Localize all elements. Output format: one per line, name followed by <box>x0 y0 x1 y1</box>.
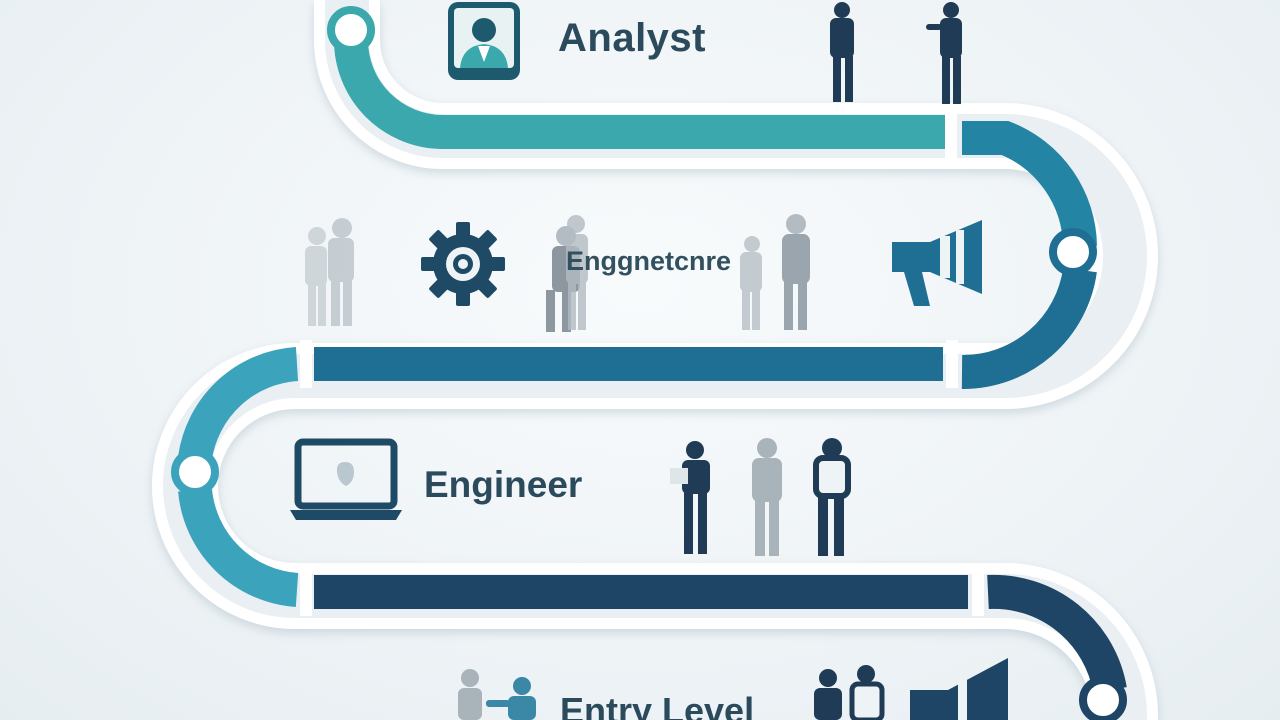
megaphone-icon <box>892 220 982 306</box>
track-segment-curve-1 <box>962 121 1097 247</box>
person-silhouette <box>566 215 588 330</box>
gear-icon <box>421 222 505 306</box>
stage-label-engineer-level-2: Enggnetcnre <box>566 246 732 276</box>
person-silhouette <box>814 669 842 720</box>
person-silhouette <box>670 441 710 554</box>
person-silhouette <box>830 2 854 102</box>
person-silhouette <box>752 438 782 556</box>
user-portrait-icon <box>448 2 520 80</box>
track-segment-curve-2 <box>178 347 299 461</box>
milestone-node <box>1049 228 1097 276</box>
person-silhouette <box>486 677 536 720</box>
stage-label-engineer: Engineer <box>424 464 583 505</box>
milestone-node <box>1079 676 1127 720</box>
track-segment-curve-2b <box>178 487 299 607</box>
milestone-node <box>171 448 219 496</box>
person-silhouette <box>782 214 810 330</box>
megaphone-icon <box>910 658 1008 720</box>
person-silhouette <box>926 2 962 104</box>
person-silhouette <box>458 669 482 720</box>
person-silhouette <box>849 665 885 720</box>
person-silhouette <box>328 218 354 326</box>
stage-label-entry-level: Entry Level <box>560 690 755 720</box>
person-silhouette <box>740 236 762 330</box>
person-silhouette <box>813 438 851 556</box>
stage-label-analyst: Analyst <box>558 16 706 60</box>
milestone-node <box>327 6 375 54</box>
laptop-icon <box>290 438 402 520</box>
person-silhouette <box>305 227 327 326</box>
track-segment-curve-3 <box>987 574 1127 694</box>
track-segment-curve-1b <box>961 267 1097 390</box>
